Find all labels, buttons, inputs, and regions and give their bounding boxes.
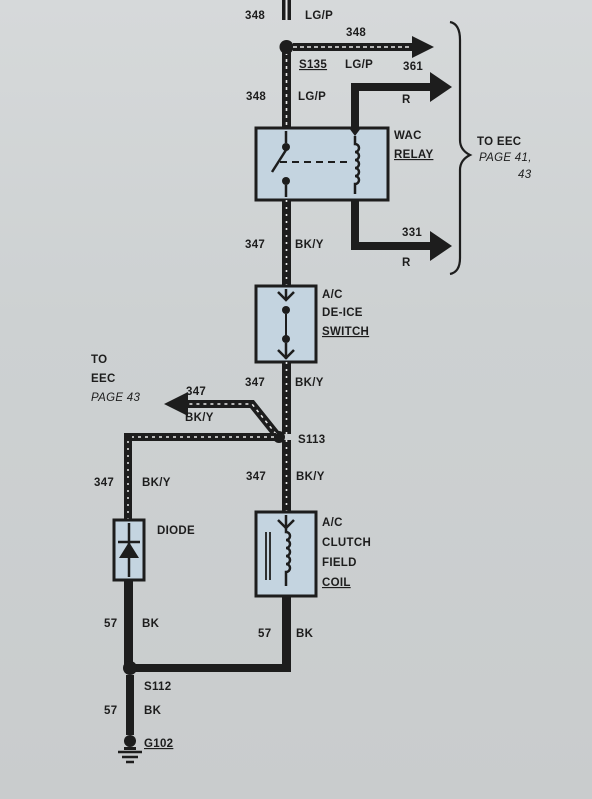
label-s113: S113 (298, 434, 325, 446)
wire-331-r (351, 198, 452, 261)
label-bky-eec-color: BK/Y (185, 412, 214, 424)
splice-s135-dot (279, 40, 294, 54)
label-331: 331 (402, 227, 422, 239)
label-bk-coil-circuit: 57 (258, 628, 271, 640)
label-diode: DIODE (157, 525, 195, 537)
label-bky-diode-circuit: 347 (94, 477, 114, 489)
label-bk-coil-color: BK (296, 628, 314, 640)
wire-57-bk-diode (124, 580, 133, 666)
wire-348-branch (293, 36, 434, 58)
label-bky-1-color: BK/Y (295, 239, 324, 251)
label-bky-3-circuit: 347 (246, 471, 266, 483)
label-branch-circuit: 348 (346, 27, 366, 39)
label-relay-in-circuit: 348 (246, 91, 266, 103)
label-clutch-2: CLUTCH (322, 537, 371, 549)
diode (112, 518, 146, 582)
label-top-circuit: 348 (245, 10, 265, 22)
wire-57-bk-ground (124, 675, 136, 750)
wire-361-r (351, 72, 452, 128)
label-eec-left-3: PAGE 43 (91, 392, 140, 404)
label-bky-2-circuit: 347 (245, 377, 265, 389)
splice-s112-dot (123, 661, 137, 675)
label-bky-eec-circuit: 347 (186, 386, 206, 398)
label-bky-1-circuit: 347 (245, 239, 265, 251)
label-clutch-3: FIELD (322, 557, 357, 569)
wire-347-bky-eec (164, 392, 280, 437)
wire-347-bky-1 (282, 200, 291, 286)
label-eec-right-1: TO EEC (477, 136, 521, 148)
label-eec-left-2: EEC (91, 373, 116, 385)
wac-relay (254, 126, 390, 202)
label-361-color: R (402, 94, 411, 106)
label-bky-3-color: BK/Y (296, 471, 325, 483)
wire-347-bky-diode (124, 433, 276, 521)
label-s135: S135 (299, 59, 327, 71)
label-relay-in-color: LG/P (298, 91, 326, 103)
label-wac: WAC (394, 130, 422, 142)
label-bky-2-color: BK/Y (295, 377, 324, 389)
wire-347-bky-3 (282, 440, 291, 512)
label-361: 361 (403, 61, 423, 73)
label-clutch-1: A/C (322, 517, 343, 529)
label-deice-2: DE-ICE (322, 307, 363, 319)
deice-switch (254, 284, 318, 364)
label-bk-ground-color: BK (144, 705, 162, 717)
label-bky-diode-color: BK/Y (142, 477, 171, 489)
label-top-color: LG/P (305, 10, 333, 22)
wire-57-bk-coil (130, 596, 291, 672)
label-eec-right-2: PAGE 41, (479, 152, 532, 164)
label-bk-ground-circuit: 57 (104, 705, 117, 717)
label-331-color: R (402, 257, 411, 269)
label-s112: S112 (144, 681, 171, 693)
wire-348-top (282, 0, 291, 20)
ground-symbol (118, 750, 142, 764)
eec-brace (449, 20, 473, 276)
label-deice-3: SWITCH (322, 326, 369, 338)
label-clutch-4: COIL (322, 577, 351, 589)
clutch-field-coil (254, 510, 318, 598)
label-eec-left-1: TO (91, 354, 107, 366)
label-bk-diode-circuit: 57 (104, 618, 117, 630)
wire-348-to-relay (282, 52, 291, 130)
label-branch-color: LG/P (345, 59, 373, 71)
label-relay: RELAY (394, 149, 433, 161)
wire-347-bky-2 (282, 362, 291, 434)
label-bk-diode-color: BK (142, 618, 160, 630)
label-g102: G102 (144, 738, 173, 750)
label-deice-1: A/C (322, 289, 343, 301)
label-eec-right-3: 43 (518, 169, 532, 181)
